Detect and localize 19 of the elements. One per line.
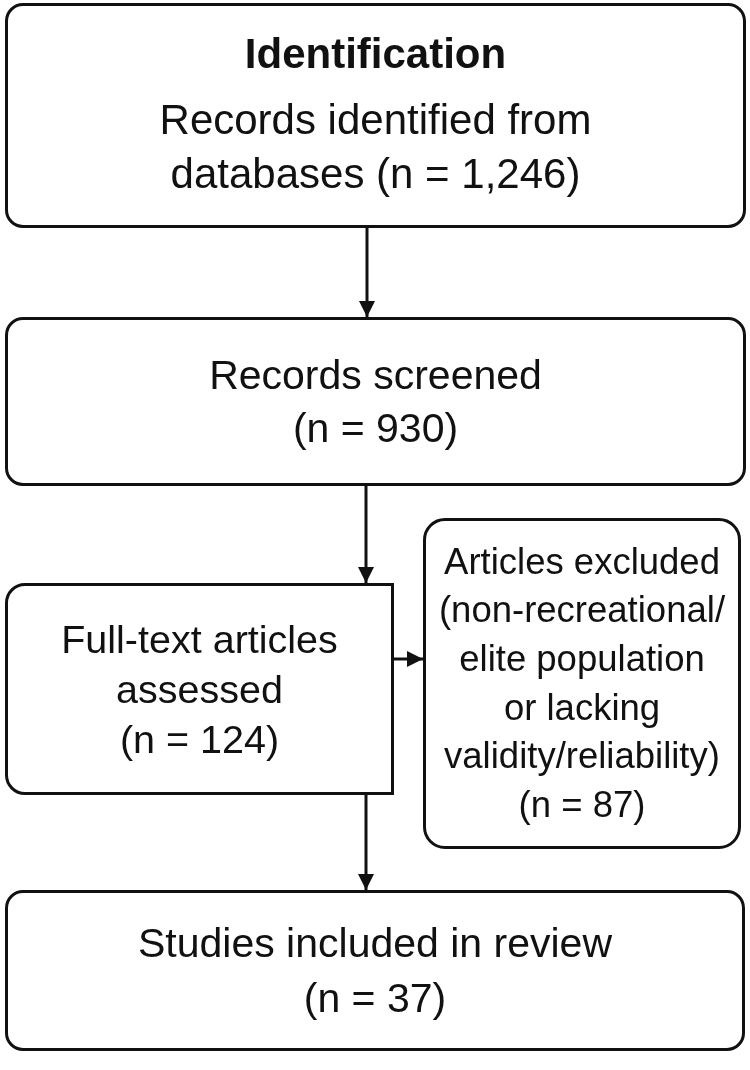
box-text: (n = 87) <box>518 782 646 827</box>
stage-heading: Identification <box>244 30 507 77</box>
box-text: Records screened <box>209 350 542 400</box>
process-box <box>5 890 745 1051</box>
process-box <box>423 518 741 849</box>
box-text: (n = 930) <box>292 403 459 453</box>
process-box <box>5 583 394 795</box>
box-text: Articles excluded (non-recreational/ elite population or lacking validity/reliability) <box>438 539 726 779</box>
box-text: (n = 37) <box>303 973 447 1023</box>
arrow <box>358 486 374 583</box>
arrow <box>394 651 423 667</box>
arrow <box>358 795 374 890</box>
box-text: Records identified from databases (n = 1,246) <box>158 94 593 199</box>
arrow <box>359 228 375 317</box>
box-text: Studies included in review <box>137 918 612 968</box>
box-text: Full-text articles assessed <box>60 616 339 713</box>
process-box <box>5 3 746 228</box>
process-box <box>5 317 746 486</box>
box-text: (n = 124) <box>119 716 280 763</box>
